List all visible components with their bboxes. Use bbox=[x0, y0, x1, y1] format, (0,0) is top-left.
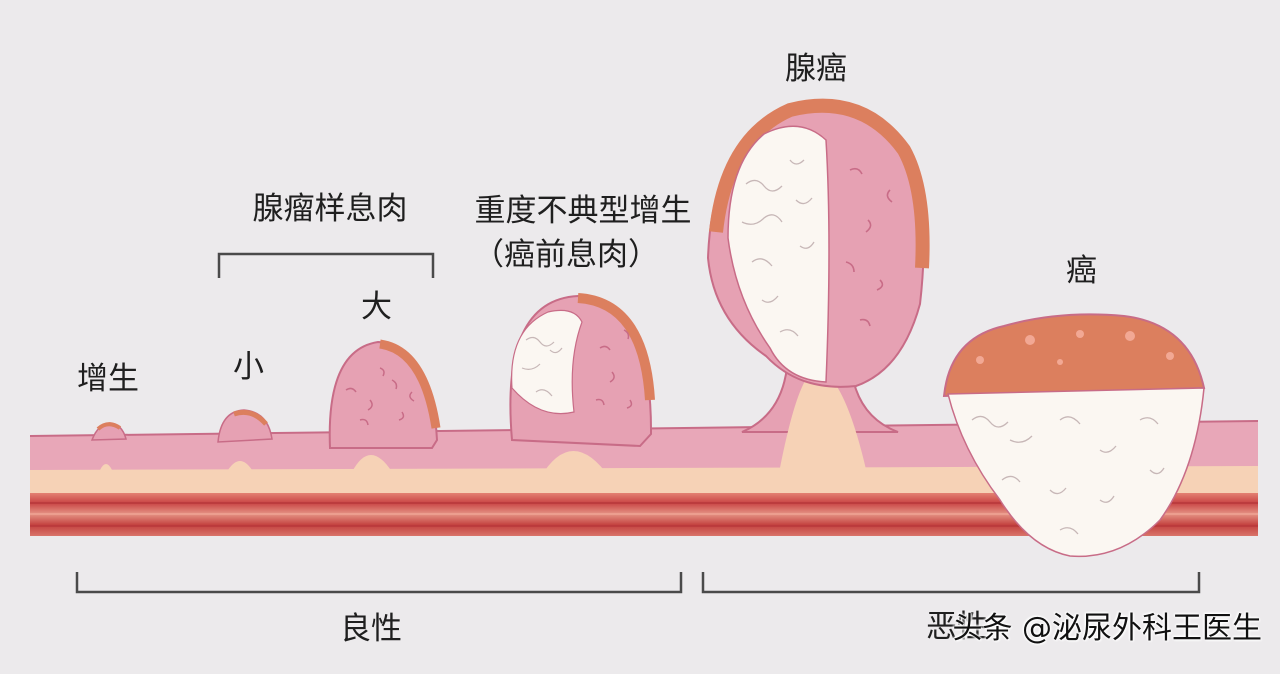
benign-bracket bbox=[75, 572, 683, 594]
invasive-cancer bbox=[942, 313, 1206, 558]
label-hyperplasia: 增生 bbox=[77, 361, 139, 397]
dysplasia-polyp bbox=[509, 293, 655, 478]
malignant-bracket bbox=[701, 572, 1201, 594]
small-polyp bbox=[217, 409, 273, 470]
label-large: 大 bbox=[361, 289, 392, 325]
label-cancer: 癌 bbox=[1066, 253, 1097, 289]
label-small: 小 bbox=[233, 349, 264, 385]
label-malignant: 恶性 bbox=[926, 609, 988, 645]
adenocarcinoma bbox=[706, 98, 930, 478]
watermark: 头条 @泌尿外科王医生 bbox=[952, 611, 1262, 646]
label-adenocarcinoma: 腺癌 bbox=[785, 51, 847, 87]
large-polyp bbox=[328, 339, 441, 472]
label-adenomatous-polyp: 腺瘤样息肉 bbox=[252, 191, 408, 227]
hyperplasia-bump bbox=[90, 422, 127, 470]
label-severe-dysplasia: 重度不典型增生 bbox=[474, 193, 692, 229]
label-precancerous-polyp: （癌前息肉） bbox=[473, 237, 659, 273]
label-benign: 良性 bbox=[340, 611, 402, 647]
adenomatous-polyp-bracket bbox=[217, 252, 435, 278]
